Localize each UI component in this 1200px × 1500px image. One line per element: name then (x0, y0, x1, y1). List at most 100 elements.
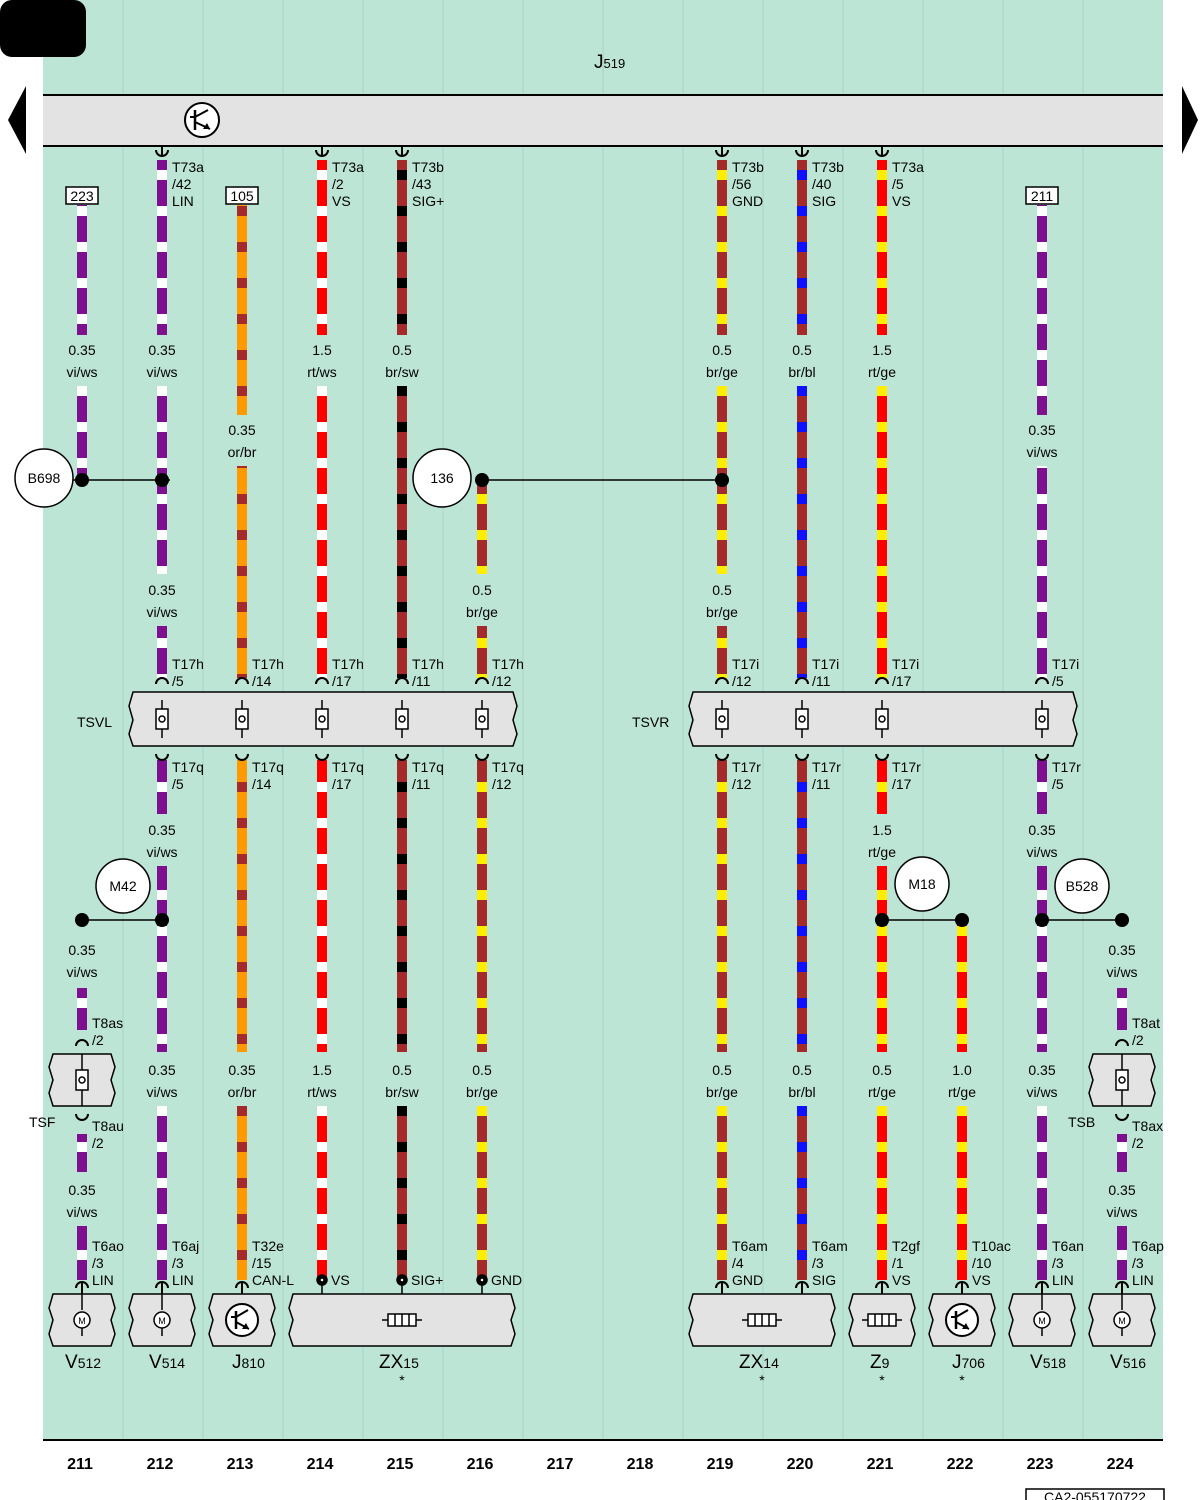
svg-text:or/br: or/br (228, 1084, 257, 1100)
component-v516[interactable]: M (1088, 1293, 1156, 1347)
svg-text:V512: V512 (65, 1352, 101, 1373)
svg-text:*: * (959, 1372, 965, 1388)
wire-spec-labels: 0.35 vi/ws 0.35 vi/ws 1.5 rt/ws 0.5 br/sw 0.… (66, 342, 1137, 1220)
wire-214 (317, 160, 327, 1280)
svg-text:0.35: 0.35 (148, 582, 175, 598)
svg-text:rt/ge: rt/ge (948, 1084, 976, 1100)
ref-box-223[interactable]: 223 (65, 186, 99, 205)
tsv-top-pin-labels: T17h/5 T17h/14 T17h/17 T17h/11 T17h/12 T… (172, 656, 1079, 689)
svg-text:T17h/12: T17h/12 (492, 656, 524, 689)
svg-text:223: 223 (1027, 1456, 1054, 1473)
svg-text:105: 105 (230, 188, 254, 204)
svg-text:0.5: 0.5 (792, 342, 812, 358)
svg-text:vi/ws: vi/ws (146, 604, 177, 620)
splice-136: 136 (412, 448, 472, 508)
svg-text:0.35: 0.35 (68, 1182, 95, 1198)
svg-text:M18: M18 (908, 876, 935, 892)
svg-text:br/ge: br/ge (706, 604, 738, 620)
wire-211 (77, 205, 87, 1280)
component-v518[interactable]: M (1008, 1293, 1076, 1347)
svg-text:0.5: 0.5 (712, 1062, 732, 1078)
svg-text:214: 214 (307, 1456, 334, 1473)
pin-label: T8as/2 (92, 1015, 123, 1048)
wire-213 (237, 205, 247, 1280)
triangle-right-icon[interactable] (1182, 86, 1198, 154)
svg-text:0.35: 0.35 (148, 342, 175, 358)
wire-223 (1037, 205, 1047, 1280)
svg-text:0.5: 0.5 (392, 1062, 412, 1078)
svg-text:or/br: or/br (228, 444, 257, 460)
svg-text:T17i/5: T17i/5 (1052, 656, 1079, 689)
ref-box-105[interactable]: 105 (225, 186, 259, 205)
svg-text:1.5: 1.5 (872, 342, 892, 358)
wire-224 (1117, 988, 1127, 1280)
svg-text:T17q/5: T17q/5 (172, 759, 204, 792)
component-v514[interactable]: M (128, 1293, 196, 1347)
ecu-transistor-icon (184, 102, 220, 138)
svg-text:0.35: 0.35 (1028, 822, 1055, 838)
svg-text:T17q/11: T17q/11 (412, 759, 444, 792)
svg-text:0.35: 0.35 (148, 1062, 175, 1078)
svg-text:vi/ws: vi/ws (66, 364, 97, 380)
svg-text:211: 211 (1031, 188, 1054, 204)
ref-box-211[interactable]: 211 (1025, 186, 1059, 205)
svg-text:vi/ws: vi/ws (66, 964, 97, 980)
svg-text:T17h/11: T17h/11 (412, 656, 444, 689)
svg-text:br/sw: br/sw (385, 364, 419, 380)
component-zx15[interactable] (288, 1293, 516, 1347)
svg-text:0.35: 0.35 (228, 1062, 255, 1078)
svg-text:0.35: 0.35 (1108, 942, 1135, 958)
svg-text:*: * (399, 1372, 405, 1388)
svg-text:223: 223 (70, 188, 94, 204)
svg-text:rt/ws: rt/ws (307, 364, 337, 380)
svg-text:1.5: 1.5 (312, 342, 332, 358)
svg-text:212: 212 (147, 1456, 174, 1473)
svg-text:ZX15: ZX15 (379, 1352, 419, 1373)
heater-element-icon (862, 1313, 902, 1327)
svg-text:T17q/14: T17q/14 (252, 759, 284, 792)
svg-text:B698: B698 (28, 470, 61, 486)
component-z9[interactable] (848, 1293, 916, 1347)
tsb-label: TSB (1068, 1114, 1095, 1130)
tsv-terminals (155, 677, 1049, 761)
svg-text:0.35: 0.35 (1028, 1062, 1055, 1078)
heater-element-icon (742, 1313, 782, 1327)
svg-text:vi/ws: vi/ws (1106, 964, 1137, 980)
svg-text:br/sw: br/sw (385, 1084, 419, 1100)
svg-text:SIG+: SIG+ (411, 1272, 443, 1288)
component-j706[interactable] (928, 1293, 996, 1347)
svg-text:0.5: 0.5 (792, 1062, 812, 1078)
svg-text:br/bl: br/bl (788, 1084, 815, 1100)
svg-text:1.5: 1.5 (872, 822, 892, 838)
svg-text:br/ge: br/ge (706, 364, 738, 380)
svg-text:br/ge: br/ge (706, 1084, 738, 1100)
pin-label: T8ax/2 (1132, 1118, 1163, 1151)
wire-216 (477, 480, 487, 1280)
svg-text:rt/ge: rt/ge (868, 844, 896, 860)
svg-text:T17r/12: T17r/12 (732, 759, 761, 792)
component-j810[interactable] (208, 1293, 276, 1347)
component-v512[interactable]: M (48, 1293, 116, 1347)
svg-text:224: 224 (1107, 1456, 1134, 1473)
svg-text:0.35: 0.35 (1108, 1182, 1135, 1198)
triangle-left-icon[interactable] (8, 86, 26, 154)
svg-text:211: 211 (67, 1456, 93, 1473)
wire-221 (877, 160, 887, 1280)
svg-text:0.5: 0.5 (872, 1062, 892, 1078)
corner-box (0, 0, 86, 57)
svg-text:J810: J810 (232, 1352, 265, 1373)
svg-text:T17h/14: T17h/14 (252, 656, 284, 689)
connector-pins (155, 700, 1049, 738)
svg-text:T17h/17: T17h/17 (332, 656, 364, 689)
svg-text:0.35: 0.35 (68, 342, 95, 358)
svg-text:V516: V516 (1110, 1352, 1146, 1373)
svg-text:vi/ws: vi/ws (1026, 844, 1057, 860)
component-zx14[interactable] (688, 1293, 836, 1347)
